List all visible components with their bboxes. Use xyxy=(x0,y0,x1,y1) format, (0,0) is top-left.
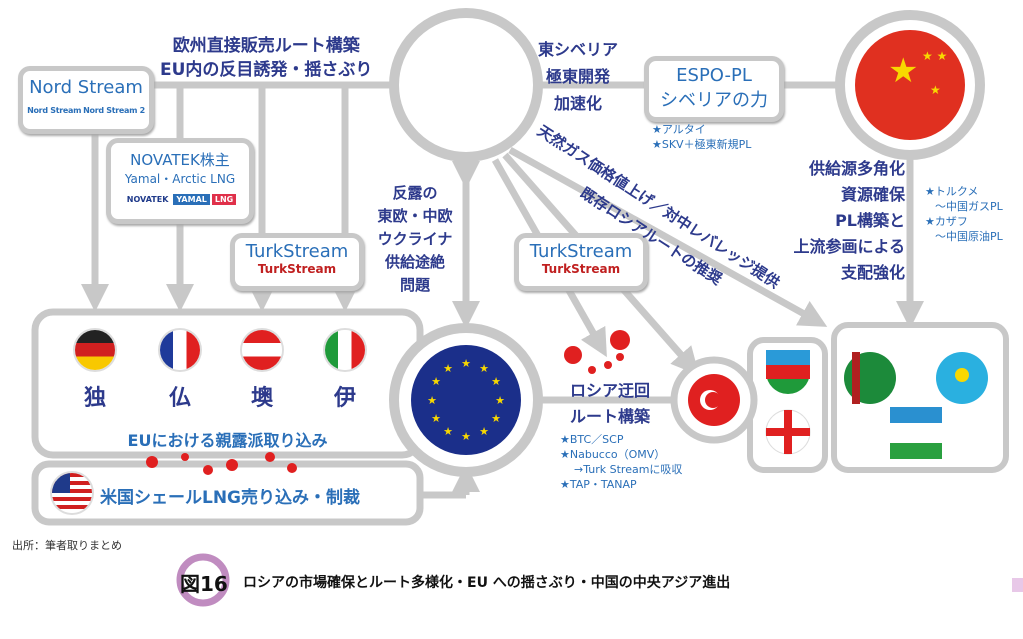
svg-text:★: ★ xyxy=(443,425,453,438)
svg-text:★: ★ xyxy=(479,362,489,375)
source-note: 出所：筆者取りまとめ xyxy=(12,539,122,552)
svg-text:★: ★ xyxy=(491,412,501,425)
germany-flag xyxy=(75,330,115,370)
svg-text:★: ★ xyxy=(491,375,501,388)
svg-text:★: ★ xyxy=(888,51,918,91)
italy-flag xyxy=(325,330,365,370)
svg-text:★: ★ xyxy=(479,425,489,438)
svg-text:★: ★ xyxy=(431,412,441,425)
bypass-notes: ★BTC／SCP★Nabucco（OMV）→Turk Streamに吸収★TAP… xyxy=(560,433,683,491)
svg-text:★: ★ xyxy=(461,430,471,443)
china-flag xyxy=(855,30,965,140)
country-france: 仏 xyxy=(168,386,191,411)
austria-flag xyxy=(242,330,282,370)
turkstream-mid-box: TurkStream TurkStream xyxy=(514,233,648,291)
svg-text:★: ★ xyxy=(930,83,941,97)
country-germany: 独 xyxy=(83,386,106,411)
conflict-bursts xyxy=(146,330,630,475)
turkmenistan-flag xyxy=(844,352,896,404)
nord-stream-logo: Nord Stream xyxy=(27,106,82,115)
us-flag xyxy=(52,473,92,513)
svg-text:★: ★ xyxy=(495,394,505,407)
figure-caption: ロシアの市場確保とルート多様化・EU への揺さぶり・中国の中央アジア進出 xyxy=(243,575,731,591)
svg-text:★: ★ xyxy=(443,362,453,375)
svg-text:★: ★ xyxy=(461,357,471,370)
nord-stream-2-logo: Nord Stream 2 xyxy=(83,106,145,115)
us-shale-label: 米国シェールLNG売り込み・制裁 xyxy=(100,488,361,508)
france-flag xyxy=(160,330,200,370)
svg-text:★: ★ xyxy=(431,375,441,388)
eu-flag xyxy=(411,345,521,455)
svg-text:★ ★: ★ ★ xyxy=(922,49,947,63)
turkstream-left-box: TurkStream TurkStream xyxy=(230,233,364,291)
espo-pl-box: ESPO-PL シベリアの力 xyxy=(644,56,784,122)
country-italy: 伊 xyxy=(333,386,356,411)
espo-notes: ★アルタイ★SKV＋極東新規PL xyxy=(652,123,752,151)
bypass-route-label: ロシア迂回ルート構築 xyxy=(569,381,650,426)
country-austria: 墺 xyxy=(250,386,273,411)
caption-ring xyxy=(176,553,230,607)
east-siberia-label: 東シベリア極東開発加速化 xyxy=(538,40,619,113)
svg-text:★: ★ xyxy=(427,394,437,407)
eu-pro-russia-label: EUにおける親露派取り込み xyxy=(127,431,328,450)
eu-stars: ★★★★★★★★★★★★ xyxy=(427,357,505,443)
anti-russia-label: 反露の東欧・中欧ウクライナ供給途絶問題 xyxy=(377,184,453,294)
china-notes: ★トルクメ～中国ガスPL★カザフ～中国原油PL xyxy=(925,185,1003,243)
caption-number: 図16 xyxy=(180,572,228,596)
